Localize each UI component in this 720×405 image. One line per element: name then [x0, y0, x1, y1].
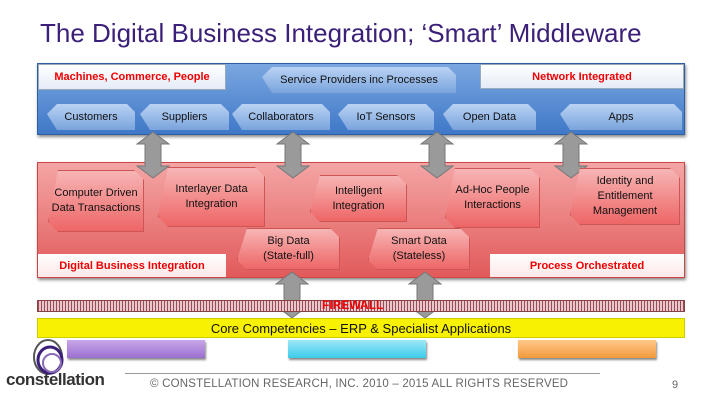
apps-tab: Apps [560, 104, 682, 130]
identity-box: Identity and Entitlement Management [570, 168, 680, 225]
service-providers-tab: Service Providers inc Processes [262, 67, 456, 93]
smart-data-box: Smart Data (Stateless) [368, 228, 470, 270]
interlayer-box: Interlayer Data Integration [158, 167, 265, 227]
constellation-logo-icon [33, 339, 64, 375]
firewall-label: FIREWALL [322, 298, 384, 312]
constellation-logo-text: constellation [6, 370, 105, 389]
computer-driven-box: Computer Driven Data Transactions [48, 170, 144, 232]
customers-tab: Customers [47, 104, 135, 130]
cyan-bar [288, 340, 426, 358]
process-orchestrated-label: Process Orchestrated [490, 254, 684, 277]
slide-title: The Digital Business Integration; ‘Smart… [40, 18, 642, 48]
footer-divider [125, 373, 600, 374]
orange-bar [518, 340, 656, 358]
collaborators-tab: Collaborators [232, 104, 330, 130]
double-arrow-icon [276, 131, 310, 179]
core-competencies-bar: Core Competencies – ERP & Specialist App… [37, 318, 685, 338]
digital-business-label: Digital Business Integration [38, 254, 226, 277]
firewall-band [37, 300, 685, 312]
suppliers-tab: Suppliers [140, 104, 229, 130]
big-data-box: Big Data (State-full) [237, 228, 340, 270]
machines-label: Machines, Commerce, People [38, 64, 226, 90]
purple-bar [67, 340, 205, 358]
open-data-tab: Open Data [443, 104, 536, 130]
intelligent-integration-box: Intelligent Integration [310, 175, 407, 222]
double-arrow-icon [420, 131, 454, 179]
copyright: © CONSTELLATION RESEARCH, INC. 2010 – 20… [150, 378, 569, 390]
ad-hoc-box: Ad-Hoc People Interactions [445, 168, 540, 228]
network-integrated-label: Network Integrated [480, 64, 684, 89]
iot-sensors-tab: IoT Sensors [338, 104, 434, 130]
page-number: 9 [672, 379, 679, 391]
double-arrow-icon [136, 131, 170, 179]
